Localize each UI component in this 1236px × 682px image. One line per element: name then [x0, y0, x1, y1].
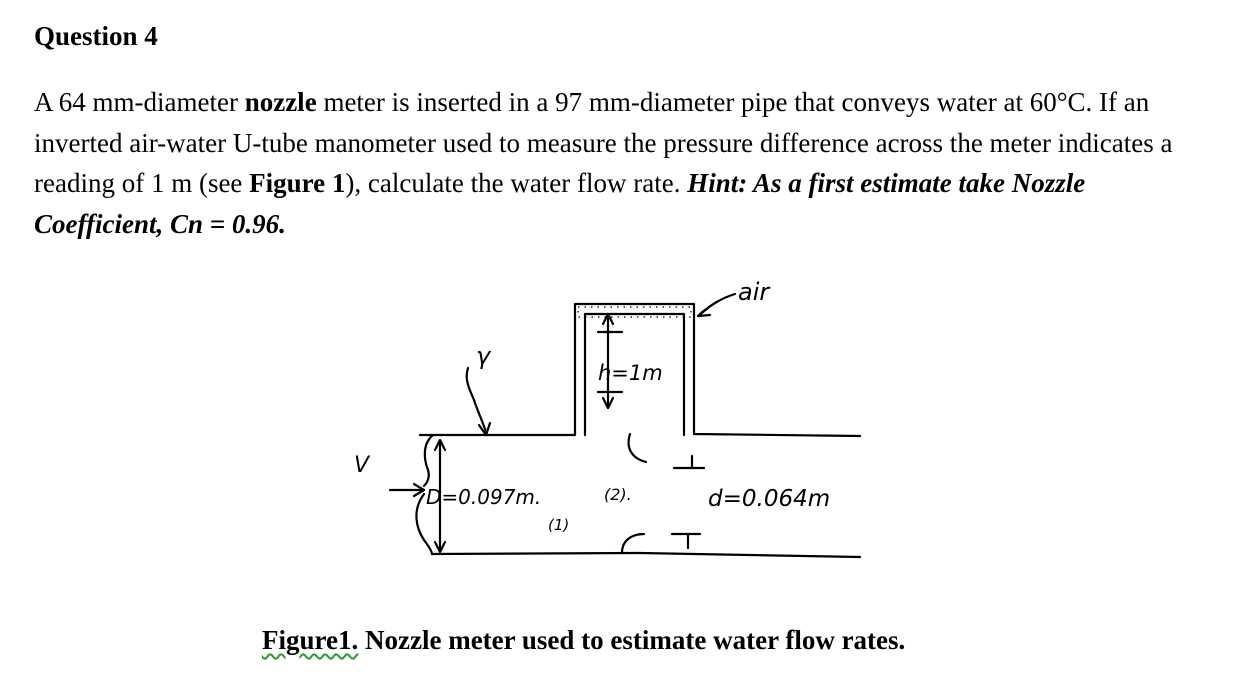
gamma-leader: [465, 366, 488, 434]
nozzle-top-lip: [627, 432, 648, 464]
nozzle-meter-drawing: air γ h=1m V D=0.097m. (1) (2). d=0.064m: [354, 278, 862, 559]
manometer-inner-tube: [583, 312, 686, 437]
d-label: d=0.064m: [708, 486, 830, 512]
problem-hint: Hint: As a first estimate take Nozzle Co…: [34, 168, 1086, 239]
D-arrowhead-top: [433, 438, 447, 452]
problem-text-2: meter is inserted in a 97 mm-diameter pi…: [34, 87, 1173, 198]
velocity-label: V: [354, 453, 371, 478]
figure-caption: Figure1. Nozzle meter used to estimate w…: [262, 622, 905, 658]
entrance-line-lower: [415, 492, 434, 556]
nozzle-meter-figure: air γ h=1m V D=0.097m. (1) (2). d=0.064m: [340, 272, 900, 572]
pipe-bottom-wall: [430, 551, 862, 559]
caption-figure-label: Figure1.: [262, 625, 359, 655]
problem-text-3: ), calculate the water flow rate.: [345, 168, 688, 198]
question-heading: Question 4: [34, 21, 158, 51]
problem-bold-nozzle: nozzle: [244, 87, 317, 117]
problem-text-1: A 64 mm-diameter: [34, 87, 245, 117]
entrance-line-upper: [422, 433, 435, 488]
h-arrowhead-bottom: [601, 396, 615, 410]
air-region-dots: [577, 306, 692, 318]
problem-statement: A 64 mm-diameter nozzle meter is inserte…: [34, 82, 1209, 244]
D-arrowhead-bottom: [433, 540, 447, 554]
problem-bold-figure-ref: Figure 1: [249, 168, 346, 198]
section-2-label: (2).: [604, 485, 632, 504]
gamma-leader-arrowhead: [477, 421, 492, 437]
velocity-arrowhead: [412, 482, 426, 498]
air-label: air: [738, 278, 771, 306]
gamma-label: γ: [476, 342, 492, 370]
caption-text: Nozzle meter used to estimate water flow…: [358, 625, 906, 655]
section-1-label: (1): [548, 516, 569, 534]
h-label: h=1m: [598, 361, 663, 385]
D-label: D=0.097m.: [426, 485, 541, 509]
nozzle-bottom-lip: [620, 532, 646, 555]
air-leader-arrowhead: [696, 306, 712, 318]
pipe-top-wall: [418, 302, 862, 438]
h-arrowhead-top: [601, 312, 615, 326]
